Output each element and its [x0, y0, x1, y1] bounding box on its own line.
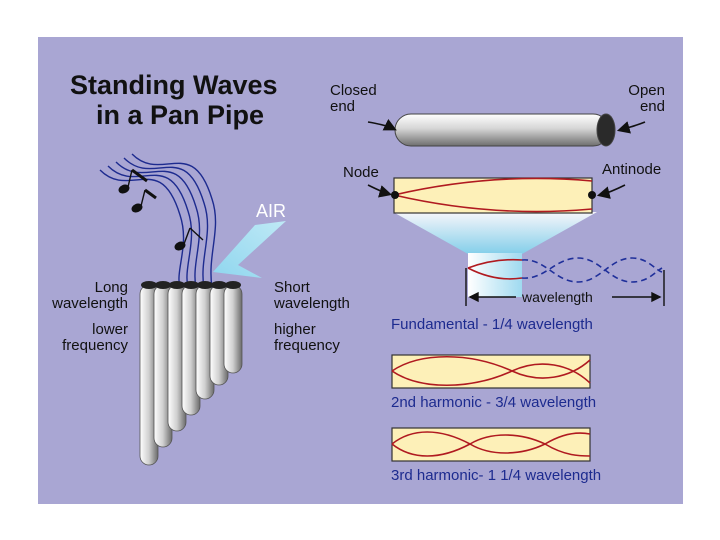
- air-label: AIR: [256, 201, 287, 221]
- closed-end-label: Closed end: [330, 82, 377, 115]
- long-wavelength-label: Long wavelength: [52, 279, 128, 312]
- tube-arrows: [367, 118, 646, 134]
- second-harmonic-tube[interactable]: [391, 354, 591, 389]
- lower-frequency-label: lower frequency: [62, 321, 128, 354]
- node-label: Node: [343, 164, 379, 181]
- third-harmonic-tube[interactable]: [391, 427, 591, 462]
- projection-funnel: [393, 212, 597, 254]
- closed-open-tube[interactable]: [394, 113, 616, 147]
- music-notes: [118, 168, 204, 251]
- fundamental-caption: Fundamental - 1/4 wavelength: [391, 316, 593, 333]
- title-line-2: in a Pan Pipe: [96, 100, 265, 130]
- wavelength-arrow: [465, 268, 665, 306]
- third-harmonic-caption: 3rd harmonic- 1 1/4 wavelength: [391, 467, 602, 484]
- antinode-label: Antinode: [602, 161, 662, 178]
- title-line-1: Standing Waves: [70, 70, 278, 100]
- air-stream: [213, 221, 286, 278]
- node-arrows: [367, 184, 626, 199]
- wavelength-wave: [467, 257, 663, 283]
- higher-frequency-label: higher frequency: [274, 321, 340, 354]
- music-staff: [99, 153, 217, 289]
- pan-pipe[interactable]: [139, 281, 243, 466]
- wavelength-label: wavelength: [522, 289, 593, 305]
- second-harmonic-caption: 2nd harmonic - 3/4 wavelength: [391, 394, 597, 411]
- open-end-label: Open end: [628, 82, 665, 115]
- node-dot: [391, 191, 399, 199]
- antinode-dot: [588, 191, 596, 199]
- short-wavelength-label: Short wavelength: [274, 279, 350, 312]
- node-antinode-tube[interactable]: [391, 177, 596, 214]
- diagram-title: Standing Waves in a Pan Pipe: [70, 70, 278, 130]
